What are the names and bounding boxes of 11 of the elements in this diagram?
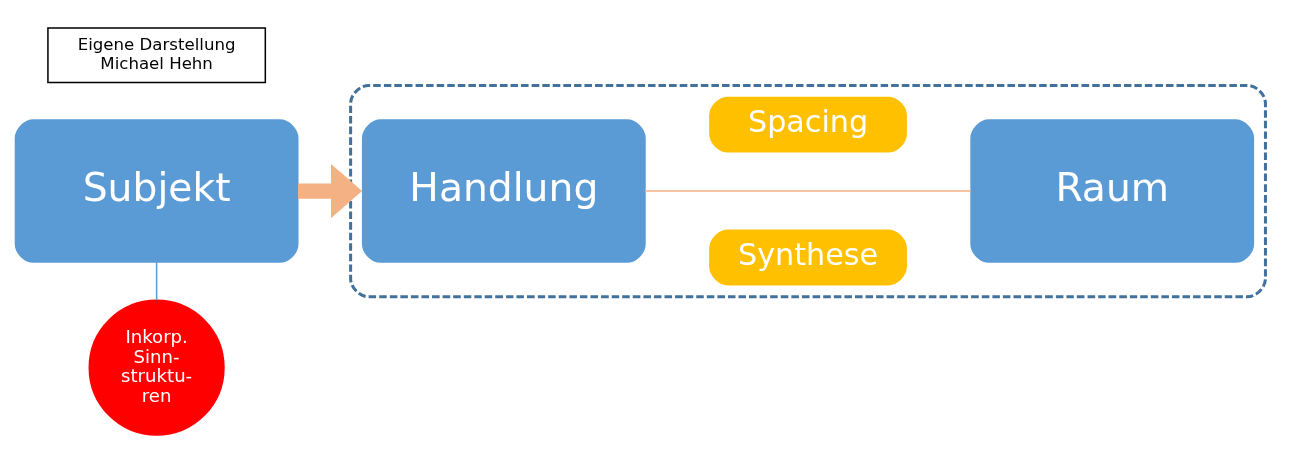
node-box: Synthese — [709, 229, 907, 286]
cluster — [349, 83, 1267, 299]
node-box: Subjekt — [14, 119, 299, 263]
connector — [644, 190, 972, 192]
node-box: Spacing — [709, 96, 907, 153]
connector — [155, 261, 158, 301]
node-box: Eigene Darstellung Michael Hehn — [47, 27, 267, 84]
node-box: Handlung — [361, 119, 646, 263]
arrow — [298, 163, 363, 219]
node-box: Raum — [970, 119, 1255, 263]
node-circle: Inkorp. Sinn- struktu- ren — [88, 299, 225, 436]
